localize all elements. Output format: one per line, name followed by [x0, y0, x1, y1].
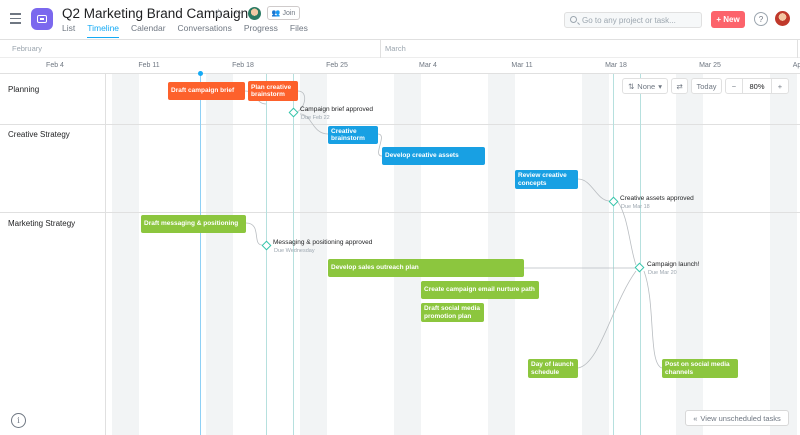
today-line: [200, 73, 201, 435]
help-icon[interactable]: ?: [754, 12, 768, 26]
project-tabs: List Timeline Calendar Conversations Pro…: [62, 23, 308, 38]
task-bar[interactable]: Draft social media promotion plan: [421, 303, 484, 322]
task-bar[interactable]: Plan creative brainstorm: [248, 81, 298, 101]
milestone-due-date: Due Mar 20: [648, 270, 677, 276]
more-options-icon[interactable]: ···: [230, 5, 242, 19]
project-title: Q2 Marketing Brand Campaign: [62, 6, 249, 21]
view-unscheduled-tasks-button[interactable]: « View unscheduled tasks: [685, 410, 789, 426]
week-label: Mar 11: [511, 62, 533, 69]
chevron-down-icon: ▾: [658, 81, 662, 91]
new-button[interactable]: + New: [711, 11, 745, 28]
week-header: Feb 4 Feb 11 Feb 18 Feb 25 Mar 4 Mar 11 …: [0, 58, 800, 74]
milestone-label: Campaign launch!: [647, 261, 700, 268]
task-bar[interactable]: Review creative concepts: [515, 170, 578, 189]
week-label: Mar 25: [699, 62, 721, 69]
hamburger-menu-icon[interactable]: [10, 13, 21, 24]
double-chevron-up-icon: «: [693, 413, 698, 423]
tab-progress[interactable]: Progress: [243, 23, 278, 33]
zoom-in-button[interactable]: +: [777, 81, 783, 91]
week-label: Feb 11: [138, 62, 160, 69]
timeline-grid: Planning Creative Strategy Marketing Str…: [0, 71, 800, 435]
milestone-due-date: Due Feb 22: [301, 115, 330, 121]
week-label: Ap: [792, 62, 800, 69]
month-header: February March: [0, 40, 800, 58]
task-bar[interactable]: Develop creative assets: [382, 147, 485, 165]
task-bar[interactable]: Post on social media channels: [662, 359, 738, 378]
milestone-label: Creative assets approved: [620, 195, 694, 202]
week-label: Feb 4: [46, 62, 64, 69]
current-user-avatar[interactable]: [775, 11, 790, 26]
search-placeholder: Go to any project or task...: [582, 15, 676, 25]
milestone-due-date: Due Wednesday: [274, 248, 315, 254]
star-icon[interactable]: ☆: [213, 6, 224, 20]
tab-timeline[interactable]: Timeline: [87, 23, 120, 38]
sort-icon: ⇅: [628, 81, 635, 91]
week-label: Feb 18: [232, 62, 254, 69]
tab-files[interactable]: Files: [289, 23, 308, 33]
milestone-label: Campaign brief approved: [300, 106, 373, 113]
people-icon: 👥: [271, 10, 281, 17]
join-button[interactable]: 👥 Join: [267, 6, 300, 20]
search-input[interactable]: Go to any project or task...: [564, 12, 702, 28]
project-icon: [31, 8, 53, 30]
month-label-march: March: [385, 44, 406, 53]
lane-label-creative-strategy: Creative Strategy: [8, 130, 70, 139]
task-bar[interactable]: Draft messaging & positioning: [141, 215, 246, 233]
member-avatar[interactable]: [248, 7, 261, 20]
today-button[interactable]: Today: [691, 78, 722, 94]
task-bar[interactable]: Creative brainstorm: [328, 126, 378, 144]
search-icon: [570, 16, 577, 23]
tab-conversations[interactable]: Conversations: [177, 23, 232, 33]
project-header: Q2 Marketing Brand Campaign ☆ ··· 👥 Join…: [0, 0, 800, 40]
task-bar[interactable]: Day of launch schedule: [528, 359, 578, 378]
week-label: Feb 25: [326, 62, 348, 69]
zoom-level: 80%: [742, 79, 772, 93]
sort-dropdown[interactable]: ⇅ None ▾: [622, 78, 668, 94]
lane-label-planning: Planning: [8, 85, 40, 94]
task-bar[interactable]: Develop sales outreach plan: [328, 259, 524, 277]
timeline-view: February March Feb 4 Feb 11 Feb 18 Feb 2…: [0, 40, 800, 435]
zoom-out-button[interactable]: −: [731, 81, 737, 91]
tab-list[interactable]: List: [62, 23, 76, 33]
swap-icon[interactable]: ⇄: [671, 78, 688, 94]
dependency-connectors: [244, 90, 663, 369]
zoom-control: − 80% +: [725, 78, 789, 94]
info-icon[interactable]: i: [11, 413, 26, 428]
task-bar[interactable]: Create campaign email nurture path: [421, 281, 539, 299]
week-label: Mar 18: [605, 62, 627, 69]
milestone-label: Messaging & positioning approved: [273, 239, 373, 246]
month-label-february: February: [12, 44, 43, 53]
milestone-due-date: Due Mar 18: [621, 204, 650, 210]
tab-calendar[interactable]: Calendar: [131, 23, 166, 33]
week-label: Mar 4: [419, 62, 437, 69]
lane-label-marketing-strategy: Marketing Strategy: [8, 219, 76, 228]
today-marker: [198, 71, 203, 76]
task-bar[interactable]: Draft campaign brief: [168, 82, 245, 100]
